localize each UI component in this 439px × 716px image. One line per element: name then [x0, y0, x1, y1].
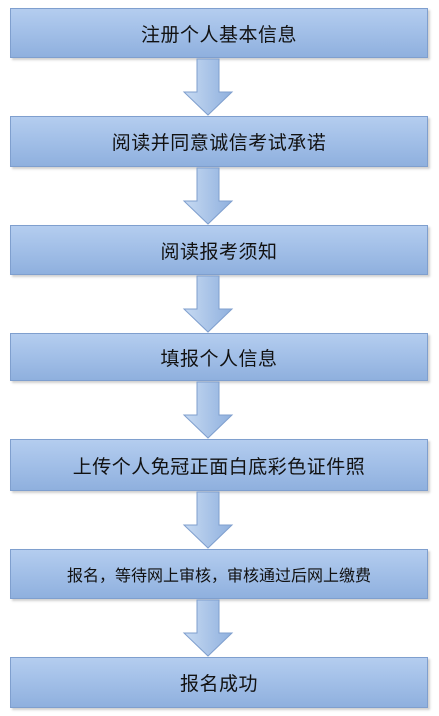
step-fill-personal-info: 填报个人信息	[10, 333, 428, 381]
step-label: 填报个人信息	[160, 347, 278, 370]
down-arrow-icon	[182, 381, 234, 439]
down-arrow-icon	[182, 491, 234, 549]
step-read-exam-notice: 阅读报考须知	[10, 225, 428, 275]
flow-arrow-1	[182, 58, 234, 116]
step-register-basic-info: 注册个人基本信息	[10, 8, 428, 58]
step-integrity-pledge: 阅读并同意诚信考试承诺	[10, 116, 428, 167]
step-label: 报名，等待网上审核，审核通过后网上缴费	[66, 566, 371, 585]
flow-arrow-5	[182, 491, 234, 549]
flow-arrow-4	[182, 381, 234, 439]
step-registration-success: 报名成功	[10, 657, 428, 708]
step-label: 注册个人基本信息	[140, 23, 297, 46]
down-arrow-icon	[182, 167, 234, 225]
step-upload-id-photo: 上传个人免冠正面白底彩色证件照	[10, 439, 428, 491]
down-arrow-icon	[182, 58, 234, 116]
step-label: 阅读并同意诚信考试承诺	[111, 132, 327, 154]
step-label: 阅读报考须知	[160, 240, 278, 263]
down-arrow-icon	[182, 275, 234, 333]
step-label: 报名成功	[179, 673, 258, 695]
flow-arrow-3	[182, 275, 234, 333]
step-register-await-review-pay: 报名，等待网上审核，审核通过后网上缴费	[10, 549, 428, 599]
flow-arrow-6	[182, 599, 234, 657]
down-arrow-icon	[182, 599, 234, 657]
step-label: 上传个人免冠正面白底彩色证件照	[72, 455, 366, 478]
flow-arrow-2	[182, 167, 234, 225]
